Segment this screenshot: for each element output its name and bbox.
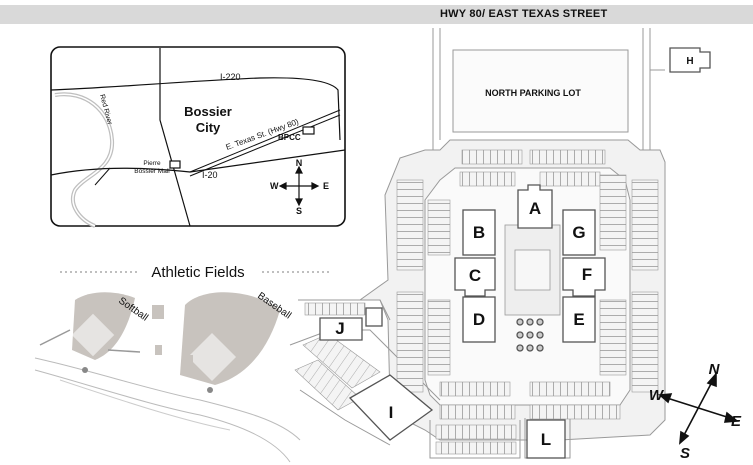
building-f-shape [562, 257, 606, 297]
building-a[interactable]: A [529, 199, 541, 218]
athletic-fields-label: Athletic Fields [151, 264, 244, 281]
mall-label-line2: Bossier Mall [134, 168, 170, 175]
parking-lots [294, 149, 659, 455]
i20-label: I-20 [202, 170, 218, 180]
building-j[interactable]: J [335, 319, 344, 338]
inset-compass-n: N [296, 158, 303, 168]
bpcc-label: BPCC [278, 133, 301, 142]
inset-map[interactable]: Bossier City I-220 I-20 E. Texas St. (Hw… [50, 46, 346, 228]
building-b[interactable]: B [473, 223, 485, 242]
building-g-shape [562, 209, 596, 256]
building-e[interactable]: E [573, 310, 584, 329]
building-c-shape [454, 257, 496, 297]
compass-n: N [709, 361, 721, 378]
athletic-fields: Athletic Fields Softball Baseball [34, 264, 330, 463]
building-e-shape [562, 296, 596, 343]
compass-e: E [731, 413, 742, 430]
inset-compass-e: E [323, 181, 329, 191]
building-c[interactable]: C [469, 266, 481, 285]
building-h-shape [669, 47, 711, 73]
building-f[interactable]: F [582, 265, 592, 284]
inset-compass-s: S [296, 206, 302, 216]
campus-buildings [319, 47, 711, 459]
building-i-shape [348, 374, 434, 441]
inset-compass [278, 165, 320, 207]
building-b-shape [462, 209, 496, 256]
north-parking-label[interactable]: NORTH PARKING LOT [485, 88, 581, 98]
highway-bar: HWY 80/ EAST TEXAS STREET [0, 5, 753, 24]
building-d-shape [462, 296, 496, 343]
highway-label: HWY 80/ EAST TEXAS STREET [440, 8, 608, 20]
mall-label-line1: Pierre [143, 160, 161, 167]
city-name-line2: City [196, 120, 221, 135]
building-h[interactable]: H [686, 56, 693, 67]
i220-label: I-220 [220, 72, 241, 82]
building-labels: A B C D E F G H I J L NORTH PARKING LOT [335, 56, 693, 449]
bpcc-marker [302, 126, 315, 135]
compass-s: S [680, 445, 690, 462]
building-g[interactable]: G [572, 223, 585, 242]
building-i[interactable]: I [389, 403, 394, 422]
mall-marker [169, 160, 181, 169]
building-d[interactable]: D [473, 310, 485, 329]
compass-w: W [649, 387, 665, 404]
building-j-shape [319, 317, 363, 341]
city-name-line1: Bossier [184, 104, 232, 119]
building-l[interactable]: L [541, 430, 551, 449]
inset-compass-w: W [270, 181, 279, 191]
building-a-shape [517, 184, 553, 229]
building-l-shape [526, 419, 566, 459]
campus-compass [658, 371, 740, 445]
